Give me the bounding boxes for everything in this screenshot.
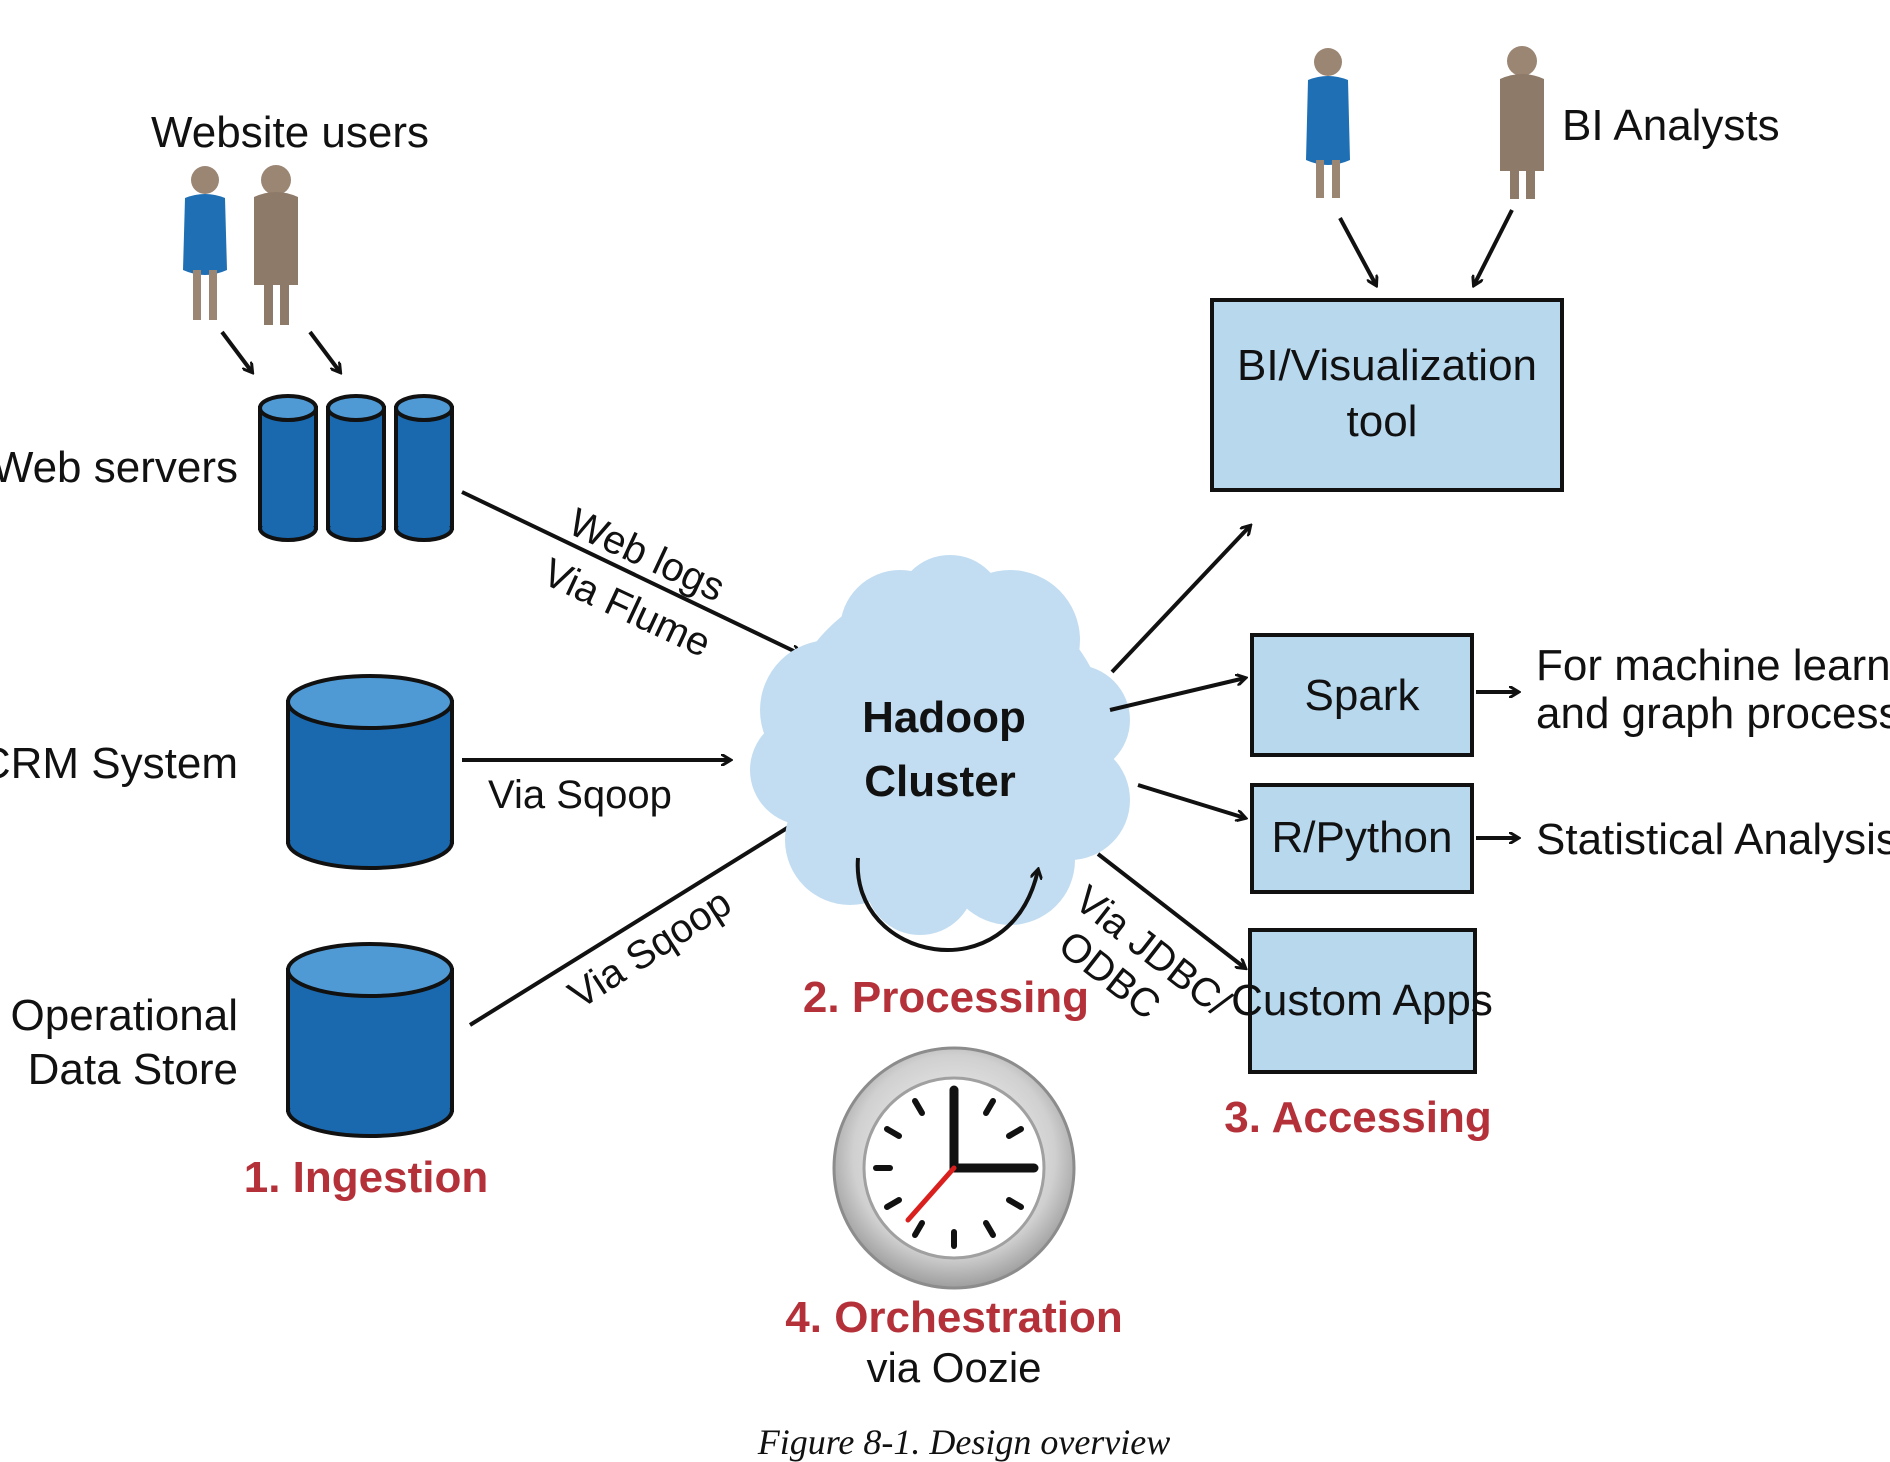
custom-apps-label: Custom Apps [1231,976,1493,1025]
web-logs-arrow [461,490,800,654]
hadoop-to-spark-arrow [1109,678,1245,712]
rpython-box [1250,783,1474,894]
web-servers-cylinder-icon [258,394,454,542]
hadoop-to-bi-arrow [1110,526,1250,674]
stage-processing-label: 2. Processing [803,973,1089,1022]
website-users-label: Website users [151,108,429,157]
hadoop-to-custom-apps-arrow [1096,852,1245,968]
bi-analyst-blue-person-icon [1306,48,1350,198]
stage-orchestration-label: 4. Orchestration [785,1293,1122,1342]
hadoop-cluster-label-line1: Hadoop [862,693,1026,742]
users-to-servers-arrow-2 [308,330,340,372]
analyst-to-bi-arrow-1 [1338,217,1376,285]
bi-tool-label-line1: BI/Visualization [1237,341,1537,390]
bi-visualization-tool-box [1210,298,1564,492]
processing-loop-arrow [855,857,1038,953]
stage-ingestion-label: 1. Ingestion [244,1153,488,1202]
ml-label-line1: For machine learning [1536,641,1890,690]
ods-database-cylinder-icon [286,942,454,1138]
via-oozie-label: via Oozie [866,1344,1041,1391]
stage-accessing-label: 3. Accessing [1224,1093,1491,1142]
custom-apps-box [1248,928,1477,1074]
website-user-blue-person-icon [183,166,227,320]
ods-to-hadoop-arrow [468,820,800,1027]
users-to-servers-arrow-1 [220,330,252,372]
statistical-analysis-label: Statistical Analysis [1536,815,1890,864]
figure-caption: Figure 8-1. Design overview [757,1422,1171,1462]
ods-label-line1: Operational [11,991,238,1040]
bi-tool-label-line2: tool [1347,397,1418,446]
web-servers-label: Web servers [0,443,238,492]
hadoop-cluster-label-line2: Cluster [864,757,1016,806]
rpython-label: R/Python [1272,813,1453,862]
analyst-to-bi-arrow-2 [1474,209,1514,285]
via-sqoop-crm-label: Via Sqoop [488,773,672,817]
website-user-tan-person-icon [254,165,298,325]
bi-analysts-label: BI Analysts [1562,101,1780,150]
spark-box [1250,633,1474,757]
crm-system-label: CRM System [0,739,238,788]
ml-label-line2: and graph processing [1536,689,1890,738]
hadoop-cloud-icon [750,555,1130,935]
spark-label: Spark [1305,671,1421,720]
crm-database-cylinder-icon [286,674,454,870]
clock-icon [832,1046,1076,1290]
hadoop-to-rpython-arrow [1137,783,1245,818]
via-sqoop-ods-label: Via Sqoop [561,881,739,1018]
bi-analyst-tan-person-icon [1500,46,1544,199]
ods-label-line2: Data Store [28,1045,238,1094]
